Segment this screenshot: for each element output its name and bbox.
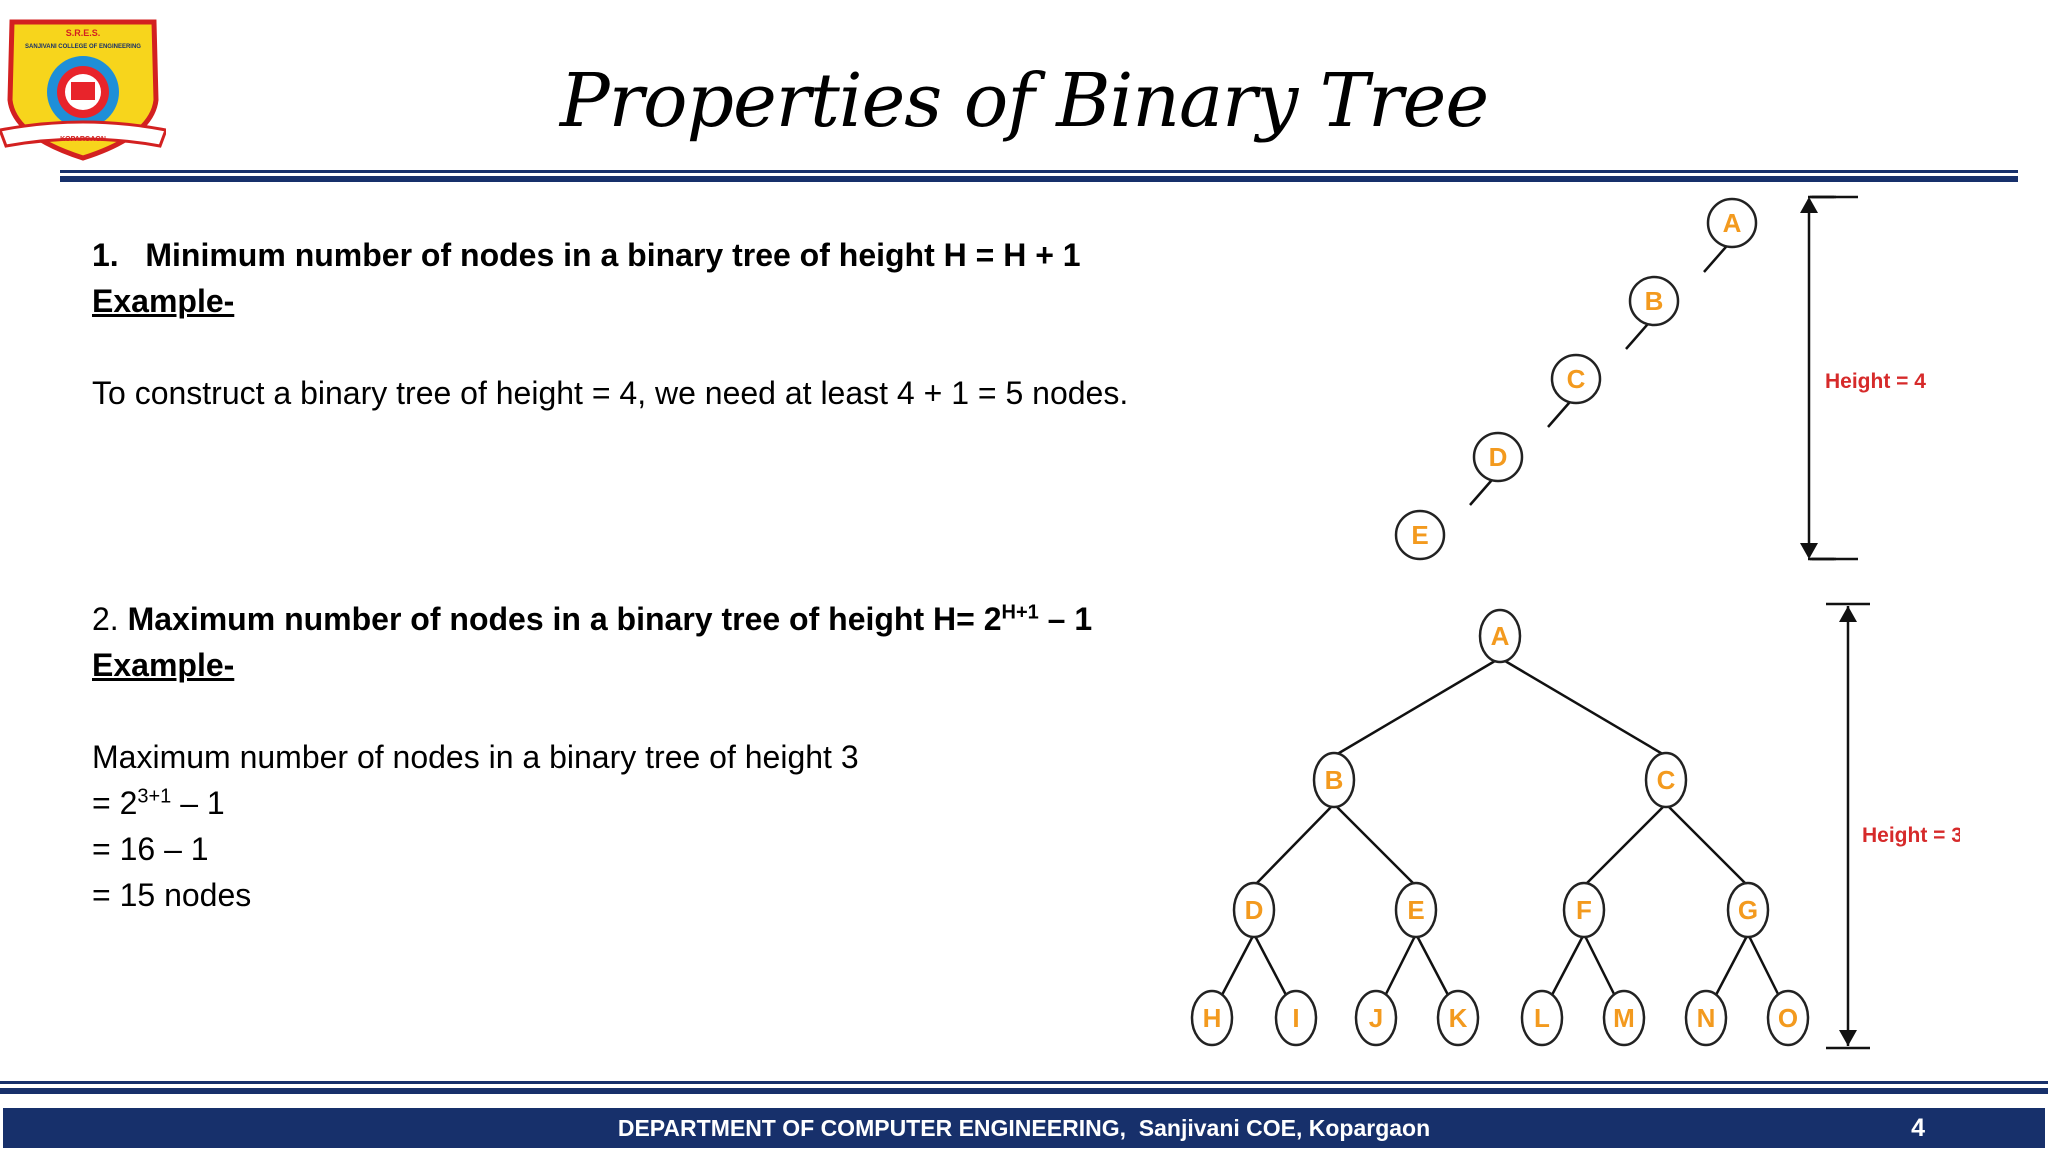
svg-text:N: N — [1697, 1003, 1716, 1033]
property2-heading-text: Maximum number of nodes in a binary tree… — [127, 601, 1002, 637]
tree2-node-j: J — [1354, 989, 1398, 1047]
tree2-node-h: H — [1190, 989, 1234, 1047]
svg-text:C: C — [1567, 364, 1586, 394]
tree2-node-l: L — [1520, 989, 1564, 1047]
logo-college-text: SANJIVANI COLLEGE OF ENGINEERING — [25, 44, 141, 50]
property1-example-label: Example- — [92, 283, 235, 319]
footer-department: DEPARTMENT OF COMPUTER ENGINEERING, Sanj… — [617, 1115, 1431, 1141]
tree1-node-a: A — [1706, 197, 1758, 249]
property1-section: 1. Minimum number of nodes in a binary t… — [92, 232, 1128, 416]
svg-text:F: F — [1576, 895, 1592, 925]
tree2-node-i: I — [1274, 989, 1318, 1047]
property2-line4: = 15 nodes — [92, 877, 252, 913]
tree2-node-n: N — [1684, 989, 1728, 1047]
tree1-height-label: Height = 4 — [1825, 370, 1926, 393]
svg-text:B: B — [1325, 765, 1344, 795]
property1-heading: 1. Minimum number of nodes in a binary t… — [92, 232, 1128, 278]
svg-text:O: O — [1778, 1003, 1798, 1033]
tree2-node-o: O — [1766, 989, 1810, 1047]
tree2-node-a: A — [1478, 608, 1522, 664]
property2-line3: = 16 – 1 — [92, 831, 209, 867]
svg-text:I: I — [1292, 1003, 1299, 1033]
tree1-node-b: B — [1628, 275, 1680, 327]
full-tree-diagram: A B C D E F G H I J K L M N O Height = 3 — [1190, 602, 1960, 1050]
tree2-node-k: K — [1436, 989, 1480, 1047]
logo-place-text: KOPARGAON — [60, 136, 106, 143]
footer-bar: DEPARTMENT OF COMPUTER ENGINEERING, Sanj… — [3, 1108, 2045, 1148]
svg-text:C: C — [1657, 765, 1676, 795]
footer-divider-thin — [0, 1081, 2048, 1084]
svg-text:E: E — [1411, 520, 1428, 550]
tree2-height-arrow — [1826, 602, 1870, 1050]
tree1-node-e: E — [1394, 509, 1446, 561]
svg-text:M: M — [1613, 1003, 1635, 1033]
tree2-node-g: G — [1726, 881, 1770, 939]
tree1-node-d: D — [1472, 431, 1524, 483]
svg-text:K: K — [1449, 1003, 1468, 1033]
college-logo: S.R.E.S. SANJIVANI COLLEGE OF ENGINEERIN… — [0, 19, 166, 161]
property2-line2-suffix: – 1 — [171, 785, 225, 821]
property2-heading: 2. Maximum number of nodes in a binary t… — [92, 596, 1092, 642]
svg-text:D: D — [1245, 895, 1264, 925]
page-number: 4 — [1911, 1114, 1925, 1142]
property2-heading-sup: H+1 — [1001, 601, 1039, 624]
header-divider-thin — [60, 170, 2018, 173]
header-divider-thick — [60, 176, 2018, 182]
svg-text:A: A — [1723, 208, 1742, 238]
property2-line2-sup: 3+1 — [137, 785, 172, 808]
tree2-node-b: B — [1312, 751, 1356, 809]
svg-text:J: J — [1369, 1003, 1383, 1033]
property1-heading-text: Minimum number of nodes in a binary tree… — [145, 237, 1081, 273]
property2-heading-suffix: – 1 — [1038, 601, 1093, 637]
logo-top-text: S.R.E.S. — [66, 28, 101, 38]
property2-line2: = 23+1 – 1 — [92, 780, 1092, 826]
tree1-height-arrow — [1800, 195, 1858, 561]
footer-divider-thick — [0, 1088, 2048, 1094]
svg-text:G: G — [1738, 895, 1758, 925]
tree2-node-m: M — [1602, 989, 1646, 1047]
page-title: Properties of Binary Tree — [559, 58, 1489, 144]
svg-text:D: D — [1489, 442, 1508, 472]
svg-text:A: A — [1491, 621, 1510, 651]
svg-text:L: L — [1534, 1003, 1550, 1033]
tree2-node-f: F — [1562, 881, 1606, 939]
property2-number: 2. — [92, 601, 119, 637]
property2-example-label: Example- — [92, 647, 235, 683]
tree2-node-c: C — [1644, 751, 1688, 809]
property1-number: 1. — [92, 237, 119, 273]
tree1-node-c: C — [1550, 353, 1602, 405]
svg-text:E: E — [1407, 895, 1424, 925]
tree2-node-e: E — [1394, 881, 1438, 939]
svg-text:B: B — [1645, 286, 1664, 316]
svg-text:H: H — [1203, 1003, 1222, 1033]
property2-section: 2. Maximum number of nodes in a binary t… — [92, 596, 1092, 918]
tree2-height-label: Height = 3 — [1862, 824, 1960, 847]
property1-text: To construct a binary tree of height = 4… — [92, 375, 1129, 411]
property2-line1: Maximum number of nodes in a binary tree… — [92, 739, 859, 775]
property2-line2-prefix: = 2 — [92, 785, 138, 821]
tree2-node-d: D — [1232, 881, 1276, 939]
skewed-tree-diagram: A B C D E Height = 4 — [1394, 195, 1926, 561]
